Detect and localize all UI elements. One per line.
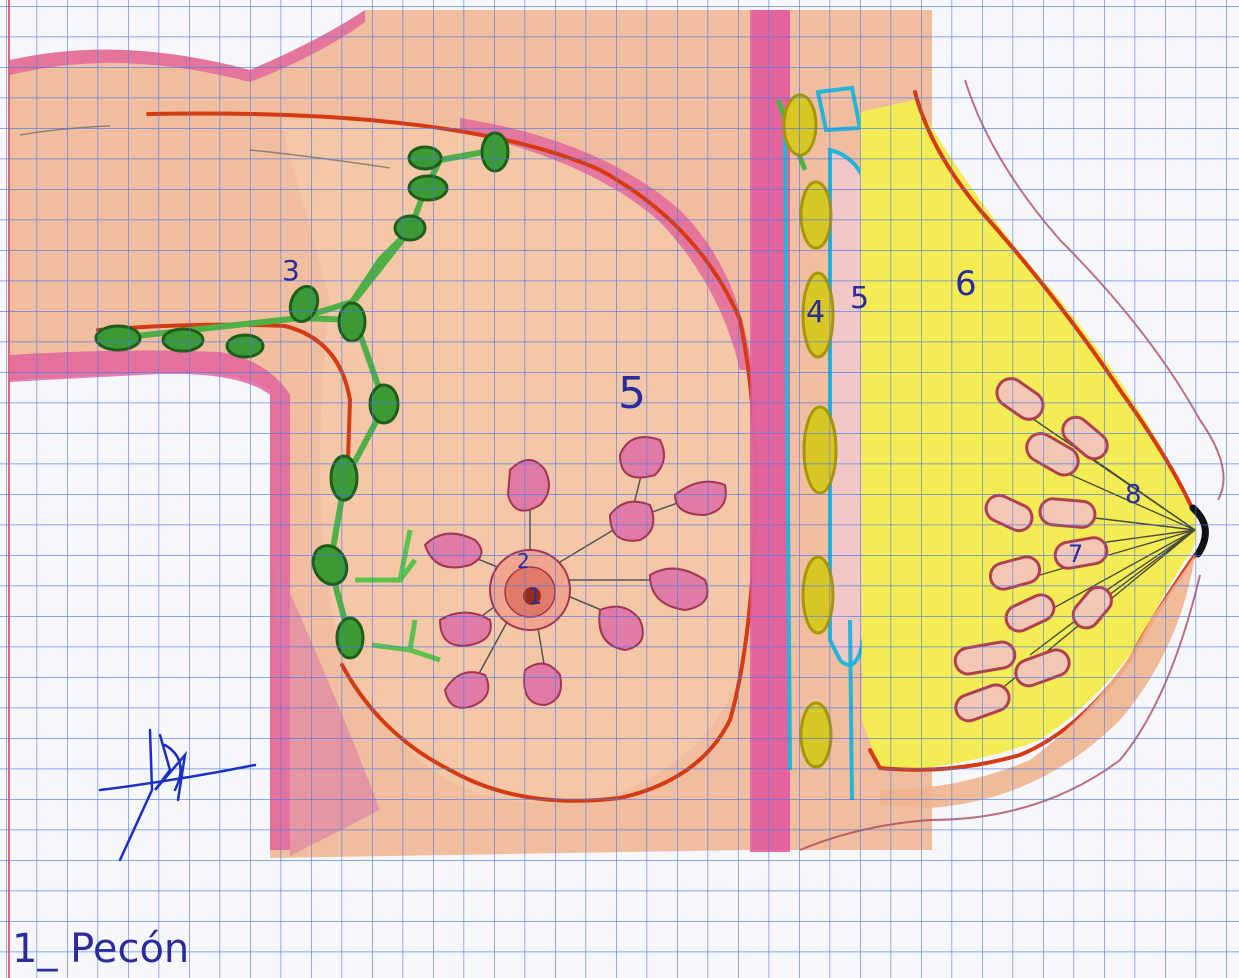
label-side-lobules: 7 xyxy=(1068,540,1083,568)
label-front-nipple: 1 xyxy=(528,585,542,610)
label-side-fat: 6 xyxy=(955,264,977,304)
label-front-parenchyma: 5 xyxy=(618,368,646,419)
label-front-areola: 2 xyxy=(517,549,530,573)
label-axillary-nodes: 3 xyxy=(282,254,300,287)
caption: 1_ Pecón xyxy=(12,926,189,972)
label-side-muscle: 5 xyxy=(850,281,869,316)
label-side-ribs: 4 xyxy=(806,295,825,330)
label-side-ducts: 8 xyxy=(1125,480,1142,510)
